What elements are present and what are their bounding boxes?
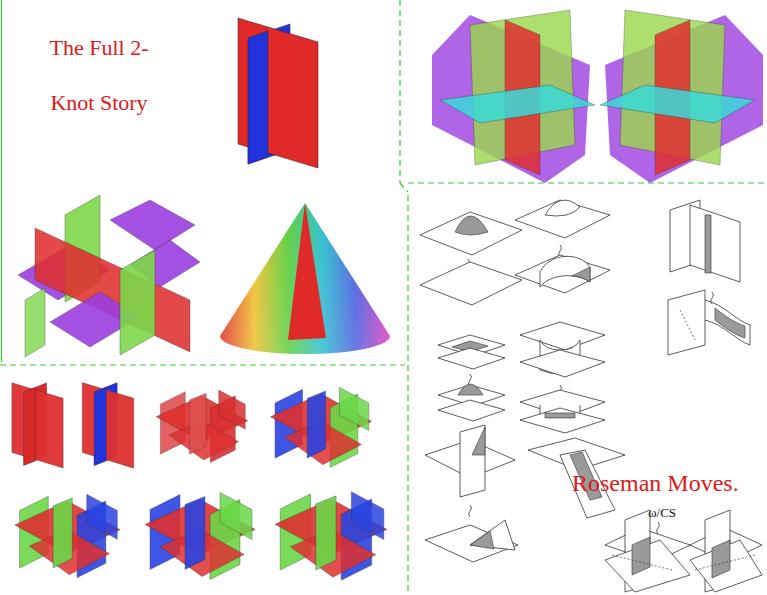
drawing-part	[458, 384, 483, 395]
drawing-part	[472, 427, 485, 455]
drawing-part	[220, 203, 390, 354]
drawing-part	[680, 310, 695, 340]
drawing-part	[238, 18, 318, 168]
drawing-part	[470, 520, 515, 550]
drawing-part	[545, 413, 575, 418]
drawing-part	[407, 195, 408, 595]
drawing-part	[408, 182, 767, 183]
drawing-part	[1, 0, 2, 362]
drawing-part	[657, 522, 660, 534]
drawing-part	[632, 537, 650, 575]
drawing-part	[460, 425, 485, 497]
drawing-part	[705, 215, 711, 273]
drawing-part	[15, 494, 120, 577]
drawing-part	[432, 10, 595, 183]
drawing-part	[520, 350, 605, 377]
drawing-part	[715, 308, 745, 338]
plane-configuration	[432, 10, 763, 183]
drawing-part	[220, 203, 390, 354]
roseman-move-sketches	[420, 200, 762, 592]
plane-pair	[238, 18, 318, 168]
drawing-part	[690, 540, 762, 592]
movie-frames	[12, 383, 387, 581]
drawing-part	[712, 540, 730, 578]
drawing-part	[420, 212, 522, 255]
drawing-part	[520, 322, 605, 350]
cone	[220, 203, 390, 354]
drawing-part	[600, 10, 763, 183]
drawing-part	[540, 256, 590, 287]
drawing-part	[110, 200, 195, 250]
drawing-part	[0, 364, 405, 365]
plane-cluster	[18, 195, 200, 357]
drawing-part	[12, 383, 63, 468]
annotation: ω/CS	[648, 506, 676, 520]
drawing-part	[25, 288, 45, 357]
drawing-part	[420, 262, 522, 305]
drawing-part	[455, 216, 488, 235]
drawing-part	[438, 348, 505, 369]
drawing-part	[545, 200, 580, 216]
drawing-part	[612, 555, 672, 570]
drawing-part	[520, 408, 605, 433]
drawing-part	[400, 183, 408, 192]
drawing-part	[156, 390, 248, 463]
drawing-part	[515, 200, 610, 238]
drawing-part	[600, 10, 763, 183]
drawing-part	[705, 300, 750, 345]
drawing-part	[668, 290, 705, 355]
drawing-part	[695, 555, 755, 570]
section-heading: Roseman Moves.	[572, 470, 739, 496]
drawing-part	[469, 505, 472, 517]
drawing-part	[248, 31, 268, 164]
drawing-part	[520, 390, 605, 417]
drawing-part	[690, 205, 740, 282]
drawing-part	[275, 492, 387, 580]
drawing-part	[515, 255, 610, 293]
drawing-part	[399, 0, 400, 183]
drawing-part	[145, 493, 255, 580]
title: The Full 2-Knot Story	[28, 20, 170, 130]
drawing-part	[120, 250, 155, 355]
drawing-part	[288, 203, 326, 340]
drawing-part	[438, 400, 505, 421]
drawing-part	[82, 383, 134, 469]
drawing-part	[572, 267, 590, 282]
drawing-part	[270, 387, 371, 467]
drawing-part	[470, 531, 494, 549]
